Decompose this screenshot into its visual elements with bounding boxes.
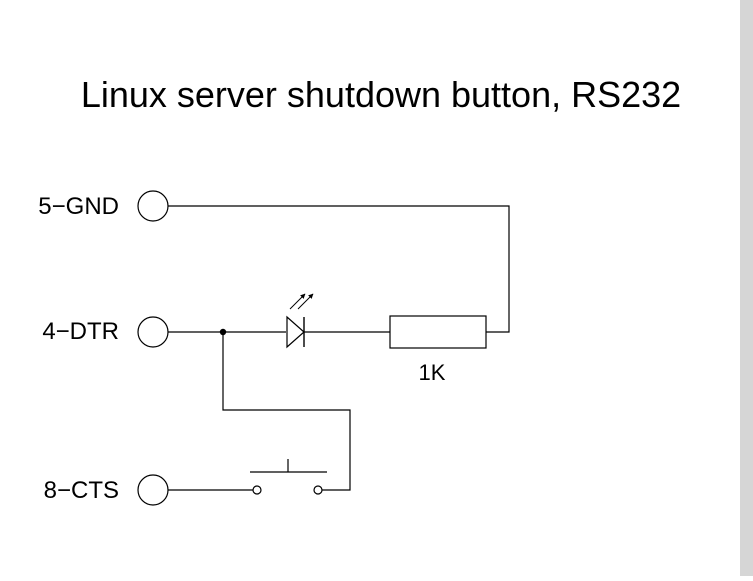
window-edge <box>740 0 753 576</box>
terminal-gnd <box>137 190 169 222</box>
resistor-label: 1K <box>419 360 446 385</box>
led-icon <box>286 293 314 349</box>
terminal-dtr <box>137 316 169 348</box>
pin-label-cts: 8−CTS <box>44 477 119 504</box>
diagram-title: Linux server shutdown button, RS232 <box>81 74 681 115</box>
wire-junction-switch <box>222 332 351 491</box>
push-button-icon <box>250 459 327 495</box>
resistor-icon <box>389 315 487 349</box>
pin-label-dtr: 4−DTR <box>42 318 119 345</box>
terminal-cts <box>137 474 169 506</box>
wire-gnd <box>168 205 510 333</box>
pin-label-gnd: 5−GND <box>38 193 119 220</box>
